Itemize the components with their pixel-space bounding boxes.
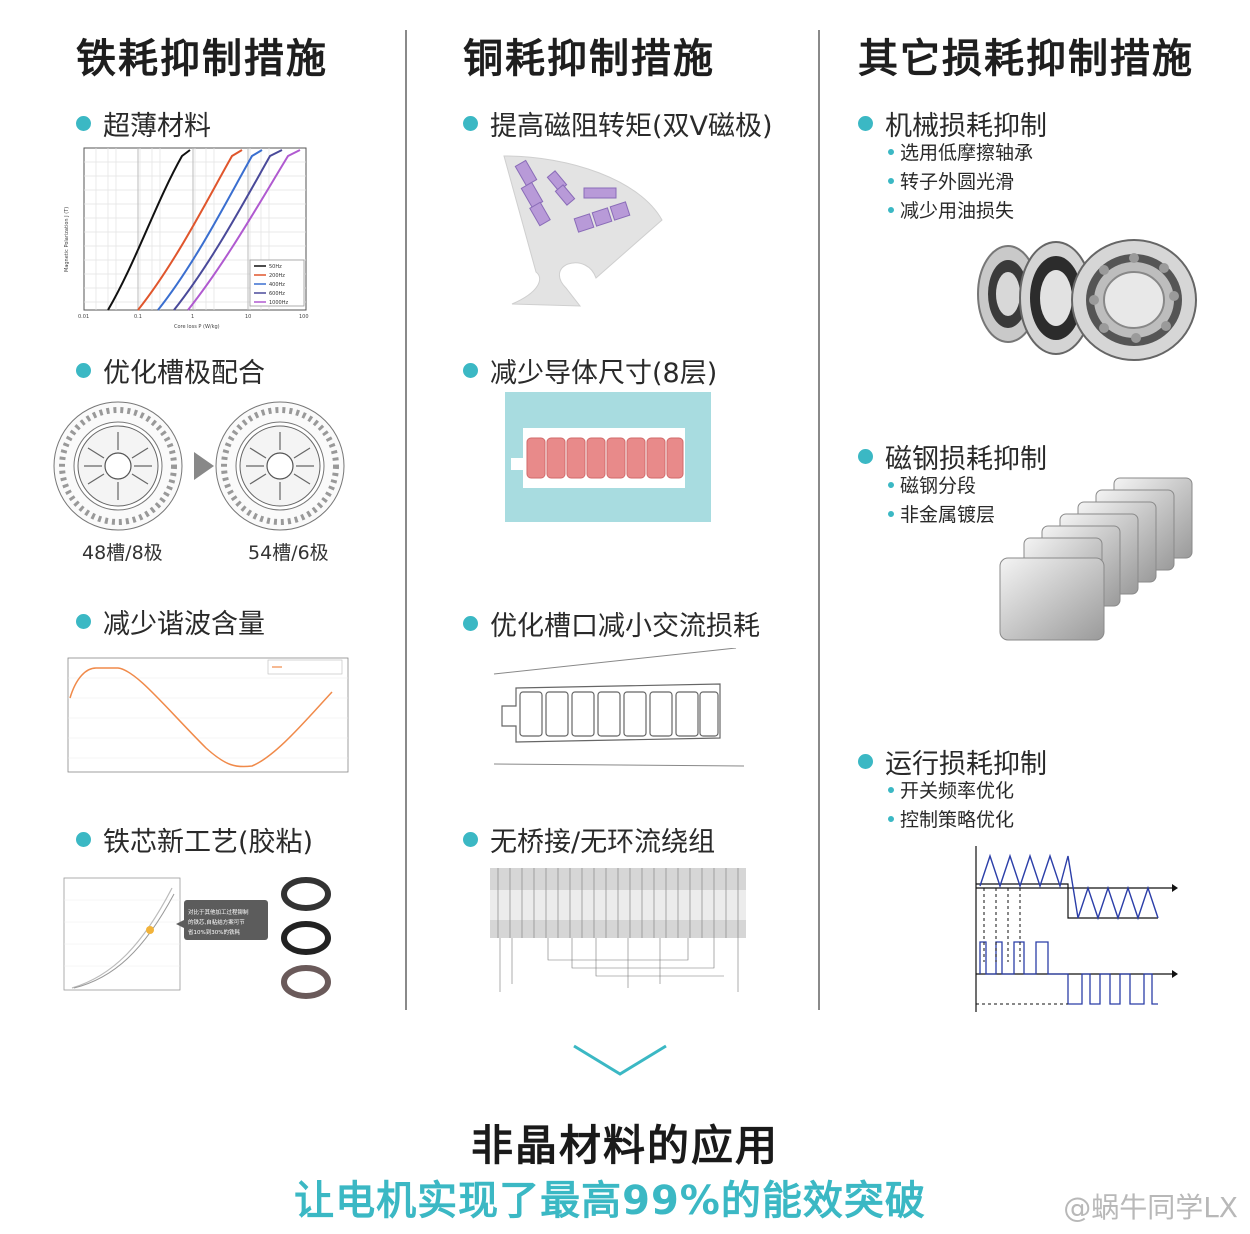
xtick-3: 10	[245, 314, 251, 320]
bullet-conductor: 减少导体尺寸(8层)	[463, 351, 717, 390]
pwm-waveform-diagram	[968, 842, 1178, 1014]
bullet-bridgeless: 无桥接/无环流绕组	[463, 820, 715, 859]
legend-600hz: 600Hz	[269, 291, 285, 297]
bullet-dot-icon	[858, 449, 873, 464]
sub-control-strategy: 控制策略优化	[888, 805, 1014, 832]
bullet-dot-icon	[76, 832, 91, 847]
iron-loss-title: 铁耗抑制措施	[76, 36, 328, 82]
footer-headline: 非晶材料的应用	[470, 1121, 779, 1170]
footer-subheadline: 让电机实现了最高99%的能效突破	[294, 1178, 926, 1224]
sub-magnet-segmentation: 磁钢分段	[888, 471, 976, 498]
conductor-slot-diagram	[505, 392, 711, 522]
y-axis-label: Magnetic Polarization J (T)	[64, 207, 70, 272]
xtick-2: 1	[191, 314, 194, 320]
double-v-rotor-diagram	[500, 150, 666, 310]
bullet-dot-icon	[76, 614, 91, 629]
bullet-magnet-loss: 磁钢损耗抑制	[858, 437, 1047, 476]
bullet-dot-icon	[858, 116, 873, 131]
segmented-magnet-image	[996, 474, 1196, 644]
bearings-image	[974, 234, 1206, 366]
bullet-glue-core: 铁芯新工艺(胶粘)	[76, 820, 313, 859]
slot-opening-diagram	[492, 648, 746, 768]
bullet-dot-icon	[463, 616, 478, 631]
sub-nonmetal-coating: 非金属镀层	[888, 500, 995, 527]
legend-200hz: 200Hz	[269, 273, 285, 279]
chevron-down-icon	[572, 1042, 668, 1078]
other-loss-title: 其它损耗抑制措施	[858, 36, 1194, 82]
bullet-harmonic: 减少谐波含量	[76, 602, 265, 641]
sub-reduce-oil-loss: 减少用油损失	[888, 196, 1014, 223]
sub-low-friction-bearing: 选用低摩擦轴承	[888, 138, 1033, 165]
weibo-watermark: @蜗牛同学LX	[1063, 1191, 1238, 1224]
slot-pole-diagram	[52, 396, 348, 536]
sub-switching-frequency: 开关频率优化	[888, 776, 1014, 803]
bullet-dot-icon	[858, 754, 873, 769]
bullet-dot-icon	[76, 363, 91, 378]
xtick-4: 100	[299, 314, 309, 320]
bullet-dot-icon	[463, 832, 478, 847]
bullet-dot-icon	[463, 363, 478, 378]
bullet-reluctance: 提高磁阻转矩(双V磁极)	[463, 104, 773, 143]
harmonic-waveform-chart	[56, 648, 352, 784]
legend-400hz: 400Hz	[269, 282, 285, 288]
legend-1000hz: 1000Hz	[269, 300, 288, 306]
bullet-slot-opening: 优化槽口减小交流损耗	[463, 604, 760, 643]
xtick-0: 0.01	[78, 314, 89, 320]
bullet-dot-icon	[463, 116, 478, 131]
svg-text:的铁芯,自粘结方案可节: 的铁芯,自粘结方案可节	[188, 918, 245, 926]
sub-smooth-rotor: 转子外圆光滑	[888, 167, 1014, 194]
bullet-mechanical: 机械损耗抑制	[858, 104, 1047, 143]
bullet-operation-loss: 运行损耗抑制	[858, 742, 1047, 781]
svg-text:省10%到30%的铁耗: 省10%到30%的铁耗	[188, 928, 240, 936]
x-axis-label: Core loss P (W/kg)	[174, 324, 220, 330]
caption-48-8: 48槽/8极	[82, 542, 163, 564]
column-divider-1	[405, 30, 407, 1010]
copper-loss-title: 铜耗抑制措施	[463, 36, 715, 82]
bullet-dot-icon	[76, 116, 91, 131]
bullet-ultrathin: 超薄材料	[76, 104, 211, 143]
column-divider-2	[818, 30, 820, 1010]
xtick-1: 0.1	[134, 314, 142, 320]
iron-loss-chart: 50Hz 200Hz 400Hz 600Hz 1000Hz 0.01 0.1 1…	[56, 142, 312, 332]
legend-50hz: 50Hz	[269, 264, 282, 270]
glue-core-figure: 对比于其他加工过程铆制 的铁芯,自粘结方案可节 省10%到30%的铁耗	[52, 866, 352, 1006]
bullet-slot-pole: 优化槽极配合	[76, 351, 265, 390]
svg-text:对比于其他加工过程铆制: 对比于其他加工过程铆制	[188, 908, 249, 916]
caption-54-6: 54槽/6极	[248, 542, 329, 564]
winding-diagram	[488, 864, 748, 1000]
